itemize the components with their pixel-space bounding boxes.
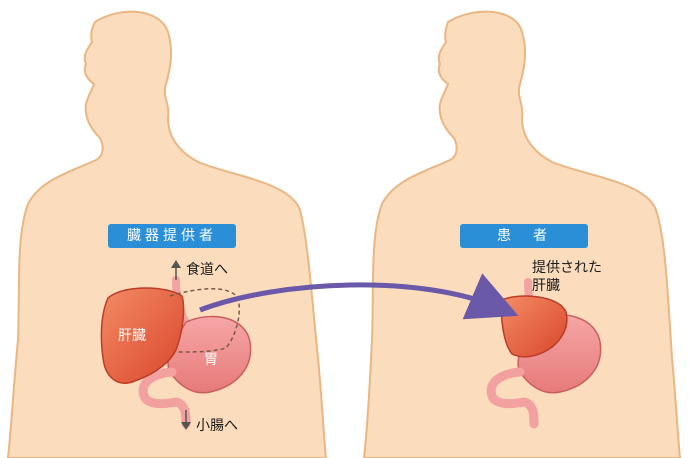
stomach-label: 胃 bbox=[204, 352, 218, 368]
recipient-badge: 患 者 bbox=[460, 224, 588, 248]
donor-liver bbox=[100, 287, 185, 384]
down-arrow-icon bbox=[181, 410, 191, 430]
donor-duodenum bbox=[138, 367, 191, 429]
donated-liver-label-line2: 肝臓 bbox=[532, 278, 560, 294]
recipient-duodenum bbox=[486, 367, 539, 429]
transfer-arrow-icon bbox=[199, 273, 519, 320]
donated-liver-label-line1: 提供された bbox=[532, 260, 602, 276]
donor-stomach bbox=[167, 315, 252, 394]
liver-label: 肝臓 bbox=[118, 328, 146, 344]
donor-badge: 臓器提供者 bbox=[108, 224, 236, 248]
removed-region-outline bbox=[169, 288, 240, 353]
up-arrow-icon bbox=[171, 260, 181, 280]
to-esophagus-label: 食道へ bbox=[186, 262, 228, 278]
to-small-intestine-label: 小腸へ bbox=[196, 418, 238, 434]
